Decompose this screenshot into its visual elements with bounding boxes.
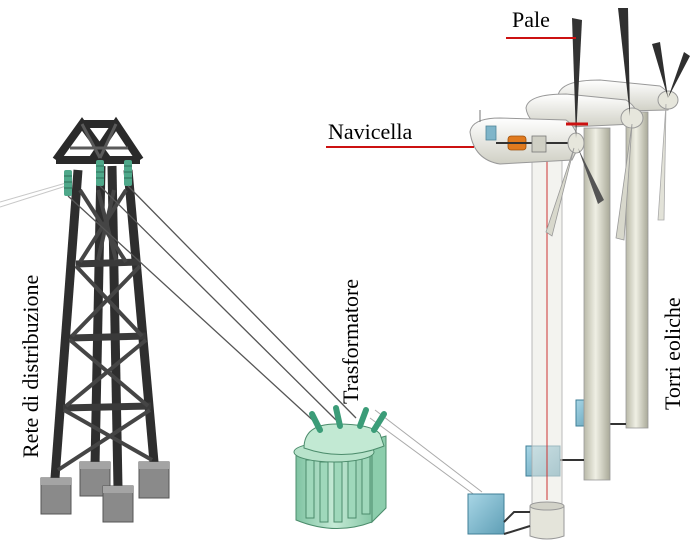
wind-turbine-icon [467,18,604,540]
power-cables [67,185,357,426]
label-trasformatore: Trasformatore [338,279,363,404]
transmission-tower-icon [40,116,170,523]
label-pale: Pale [512,7,550,32]
distribution-line-left [0,182,67,208]
transformer-icon [293,405,387,530]
label-rete-di-distribuzione: Rete di distribuzione [18,275,43,458]
label-navicella: Navicella [328,119,413,144]
label-torri-eoliche: Torri eoliche [660,297,685,410]
transformer-to-box-cables [369,409,483,497]
